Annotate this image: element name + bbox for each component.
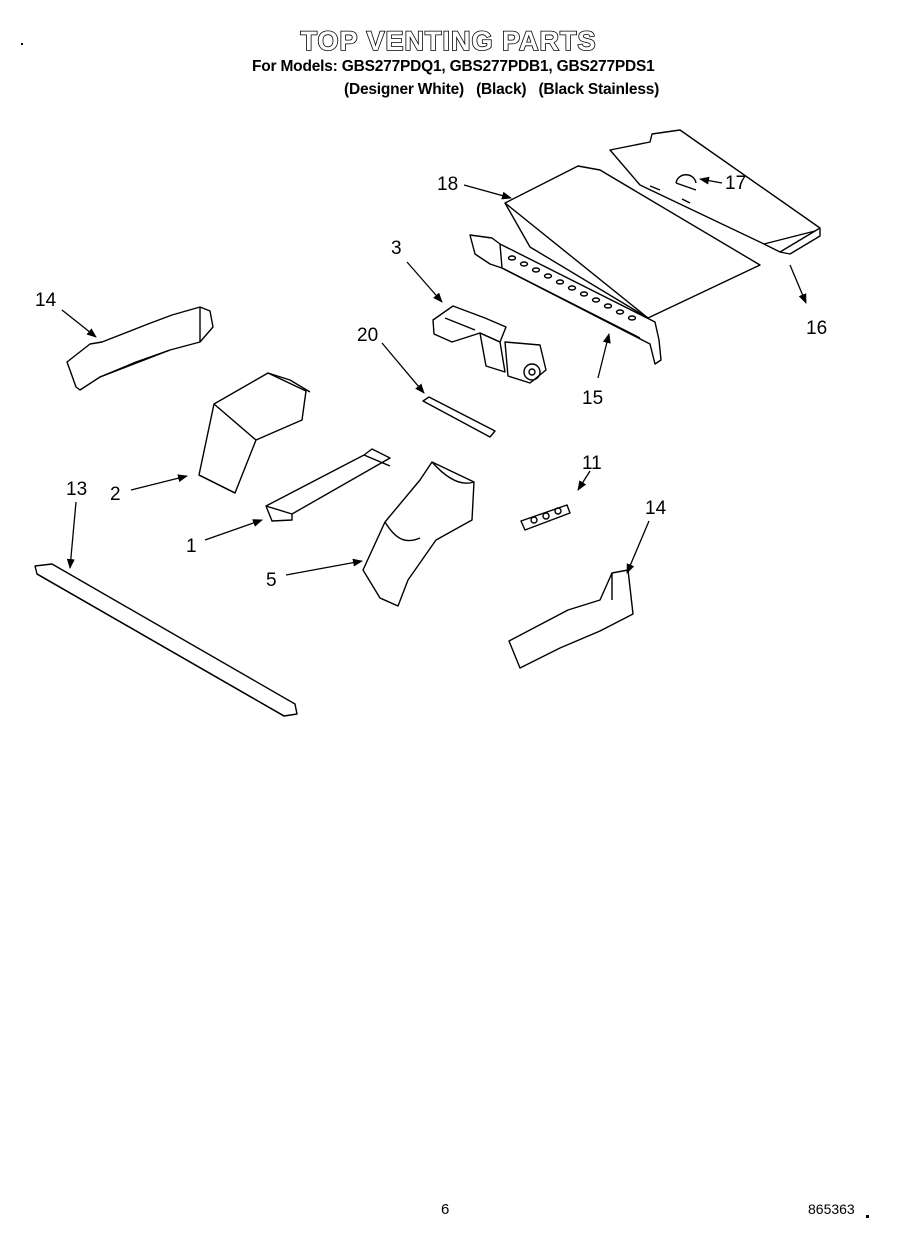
model-variants: (Designer White) (Black) (Black Stainles… <box>344 81 667 99</box>
page-number: 6 <box>441 1201 450 1218</box>
models-line: For Models: GBS277PDQ1, GBS277PDB1, GBS2… <box>252 58 655 75</box>
callout-2: 2 <box>110 484 121 505</box>
part-15-perforated-rail[interactable] <box>469 234 662 365</box>
callout-20: 20 <box>357 325 378 346</box>
part-11-terminal-block[interactable] <box>520 504 571 531</box>
part-1-channel[interactable] <box>265 448 391 522</box>
part-14-left-bracket[interactable] <box>66 306 214 391</box>
part-20-strip[interactable] <box>422 396 496 438</box>
callout-15: 15 <box>582 388 603 409</box>
callout-5: 5 <box>266 570 277 591</box>
callout-11: 11 <box>582 453 602 474</box>
callout-13: 13 <box>66 479 87 500</box>
callout-17: 17 <box>725 173 746 194</box>
part-14-right-bracket[interactable] <box>508 569 634 669</box>
page-title: TOP VENTING PARTS <box>300 25 597 57</box>
callout-3: 3 <box>391 238 402 259</box>
callout-16: 16 <box>806 318 827 339</box>
callout-1: 1 <box>186 536 197 557</box>
variant-designer-white: (Designer White) <box>344 81 464 98</box>
corner-mark-bottom <box>866 1215 869 1218</box>
corner-mark <box>21 43 23 45</box>
variant-black: (Black) <box>476 81 527 98</box>
part-2-duct[interactable] <box>198 372 311 494</box>
part-17-clip[interactable] <box>649 174 697 204</box>
callout-18: 18 <box>437 174 458 195</box>
part-16-top-panel[interactable] <box>609 129 821 255</box>
callout-14-right: 14 <box>645 498 667 519</box>
callout-14-left: 14 <box>35 290 57 311</box>
part-5-bent-duct[interactable] <box>362 461 475 607</box>
part-3-vent-motor[interactable] <box>432 305 547 384</box>
part-18-vent-panel[interactable] <box>504 165 761 319</box>
part-13-long-rail[interactable] <box>34 563 298 717</box>
document-id: 865363 <box>808 1201 855 1217</box>
variant-black-stainless: (Black Stainless) <box>538 81 660 98</box>
leader-lines <box>61 176 807 576</box>
